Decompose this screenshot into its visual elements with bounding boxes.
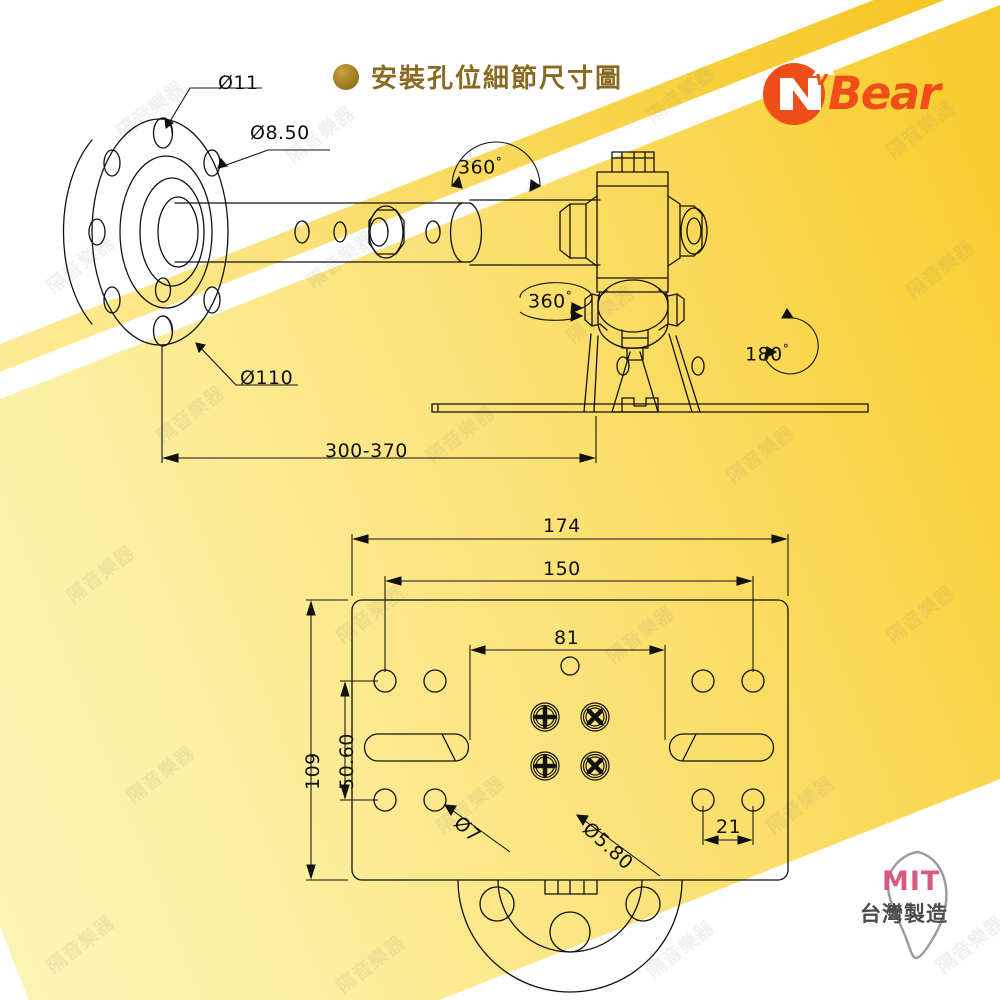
watermark-text: 隔音樂器	[332, 931, 410, 998]
watermark-text: 隔音樂器	[902, 236, 980, 303]
wall-flange-graphic	[62, 117, 229, 347]
corner-hole	[741, 669, 765, 693]
dim-label-150: 150	[543, 558, 581, 580]
watermark-text: 隔音樂器	[112, 76, 190, 143]
corner-hole	[373, 788, 397, 812]
phillips-screw	[580, 702, 610, 732]
rotation-value: 180	[745, 343, 783, 366]
nbear-logo-icon	[763, 63, 835, 125]
watermark-text: 隔音樂器	[122, 741, 200, 808]
lower-swivel-joint-graphic	[584, 279, 685, 361]
rotation-value: 360	[458, 156, 496, 179]
brand-logo: v Bear	[760, 62, 965, 126]
arm-tube-graphic	[174, 199, 601, 266]
dim-label-300-370: 300-370	[325, 440, 408, 462]
corner-hole	[423, 788, 447, 812]
made-in-label: 台灣製造	[860, 902, 948, 926]
logo-superscript: v	[815, 66, 829, 90]
taiwan-island-icon	[886, 850, 948, 960]
corner-hole	[691, 669, 715, 693]
dim-label-dia8-50: Ø8.50	[250, 122, 310, 144]
bottom-flange-graphic	[457, 879, 683, 993]
mit-label: MIT	[882, 866, 941, 897]
degree-symbol: °	[495, 155, 503, 169]
dim-label-dia110: Ø110	[240, 367, 294, 389]
leader-dia11	[165, 87, 262, 129]
watermark-text: 隔音樂器	[642, 61, 720, 128]
degree-symbol: °	[565, 289, 573, 303]
logo-wordmark: Bear	[828, 67, 941, 120]
watermark-text: 隔音樂器	[722, 421, 800, 488]
watermark-text: 隔音樂器	[42, 231, 120, 298]
corner-hole	[691, 788, 715, 812]
adjust-slot-left	[363, 733, 470, 762]
dim-label-dia11: Ø11	[218, 72, 259, 94]
watermark-text: 隔音樂器	[422, 401, 500, 468]
rotation-label-360-swivel: 360°	[528, 289, 572, 312]
rotation-label-180-tilt: 180°	[745, 342, 789, 365]
phillips-screw	[530, 751, 560, 781]
rotation-value: 360	[528, 290, 566, 313]
watermark-text: 隔音樂器	[152, 381, 230, 448]
watermark-text: 隔音樂器	[302, 226, 380, 293]
phillips-screw	[530, 702, 560, 732]
corner-hole	[741, 788, 765, 812]
watermark-text: 隔音樂器	[602, 601, 680, 668]
watermark-text: 隔音樂器	[62, 541, 140, 608]
gold-dot-icon	[333, 63, 359, 90]
dim-label-21: 21	[716, 816, 742, 838]
center-top-hole	[560, 656, 580, 676]
watermark-text: 隔音樂器	[762, 771, 840, 838]
corner-hole	[373, 669, 397, 693]
dim-label-50-60: 50.60	[336, 733, 358, 790]
watermark-text: 隔音樂器	[882, 581, 960, 648]
watermark-text: 隔音樂器	[42, 911, 120, 978]
phillips-screw	[580, 751, 610, 781]
adjust-slot-right	[668, 733, 775, 762]
page-title: 安裝孔位細節尺寸圖	[371, 64, 624, 94]
mount-bracket-graphic	[431, 333, 869, 413]
dim-label-174: 174	[543, 515, 581, 537]
corner-hole	[423, 669, 447, 693]
dim-label-109: 109	[302, 752, 324, 790]
page-title-row: 安裝孔位細節尺寸圖	[333, 58, 623, 95]
watermark-text: 隔音樂器	[642, 916, 720, 983]
dim-label-dia7: Ø7	[449, 812, 485, 848]
dim-label-dia5-80: Ø5.80	[578, 818, 638, 875]
dim-label-81: 81	[554, 627, 580, 649]
leader-dia8-50	[217, 149, 330, 169]
rotation-label-360-elbow: 360°	[458, 155, 502, 178]
watermark-text: 隔音樂器	[332, 581, 410, 648]
degree-symbol: °	[782, 342, 790, 356]
mit-badge: MIT 台灣製造	[858, 848, 978, 960]
upper-swivel-joint-graphic	[559, 151, 708, 293]
